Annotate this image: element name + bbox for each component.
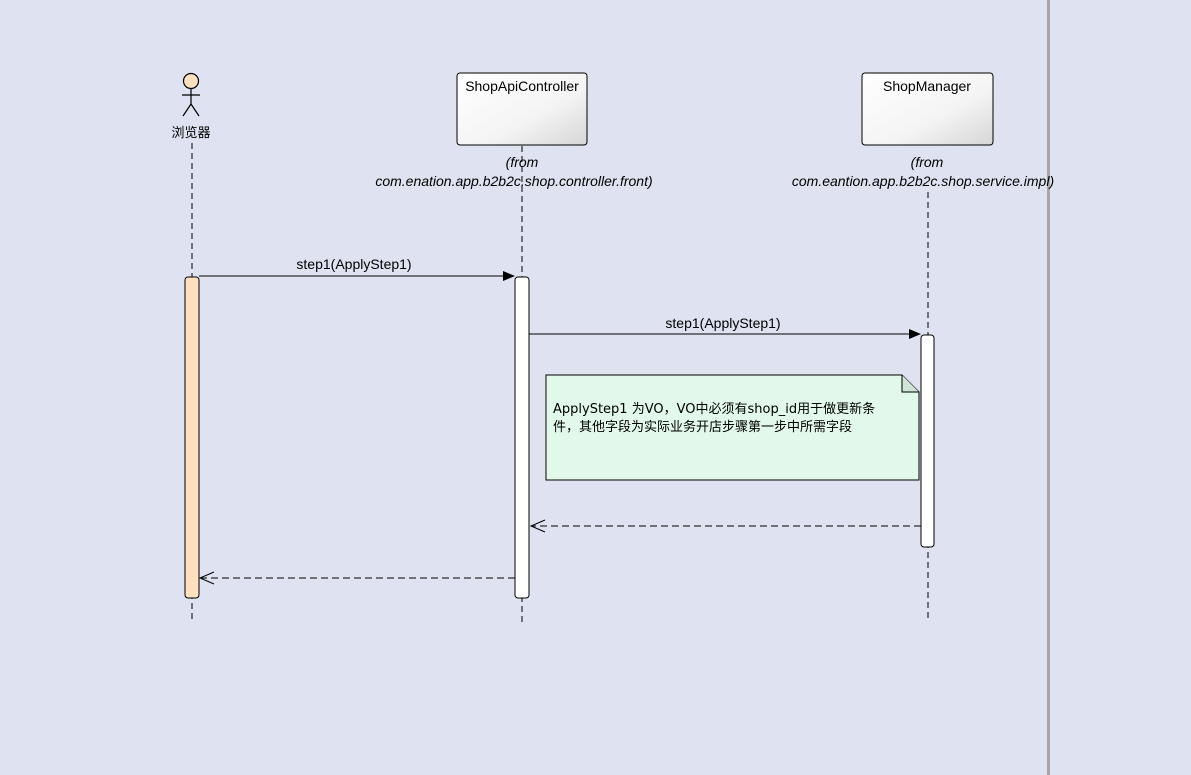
lifeline-title: ShopManager (883, 78, 971, 94)
message-label: step1(ApplyStep1) (665, 315, 780, 331)
note[interactable]: ApplyStep1 为VO，VO中必须有shop_id用于做更新条 件，其他字… (545, 374, 920, 481)
lifeline-title: ShopApiController (465, 78, 579, 94)
actor-label: 浏览器 (171, 125, 210, 141)
activation-bar-manager[interactable] (920, 334, 935, 548)
activation-bar-controller[interactable] (514, 276, 530, 599)
lifeline-box[interactable] (456, 72, 588, 146)
message-step1-to-manager[interactable]: step1(ApplyStep1) (529, 315, 921, 339)
note-text-line1: ApplyStep1 为VO，VO中必须有shop_id用于做更新条 (553, 401, 875, 417)
lifeline-controller[interactable]: ShopApiController (456, 72, 588, 146)
note-fold-icon (901, 375, 919, 393)
message-step1-to-controller[interactable]: step1(ApplyStep1) (199, 256, 515, 281)
note-shape (545, 374, 920, 481)
lifeline-from-line2: com.enation.app.b2b2c.shop.controller.fr… (375, 173, 652, 189)
panel-divider[interactable] (1047, 0, 1050, 775)
lifeline-from-line2: com.eantion.app.b2b2c.shop.service.impl) (792, 173, 1054, 189)
return-message-to-controller[interactable] (529, 519, 921, 533)
lifeline-manager[interactable]: ShopManager (861, 72, 994, 146)
open-arrowhead-icon (529, 519, 546, 533)
note-text-line2: 件，其他字段为实际业务开店步骤第一步中所需字段 (553, 419, 852, 435)
message-label: step1(ApplyStep1) (296, 256, 411, 272)
lifeline-box[interactable] (861, 72, 994, 146)
side-panel (1050, 0, 1191, 775)
activation-bar-actor[interactable] (184, 276, 200, 599)
open-arrowhead-icon (198, 571, 215, 585)
return-message-to-actor[interactable] (198, 571, 515, 585)
lifeline-from-line1: (from (911, 154, 944, 170)
stick-figure-actor-icon (182, 72, 200, 117)
actor-browser[interactable]: 浏览器 (171, 72, 211, 142)
